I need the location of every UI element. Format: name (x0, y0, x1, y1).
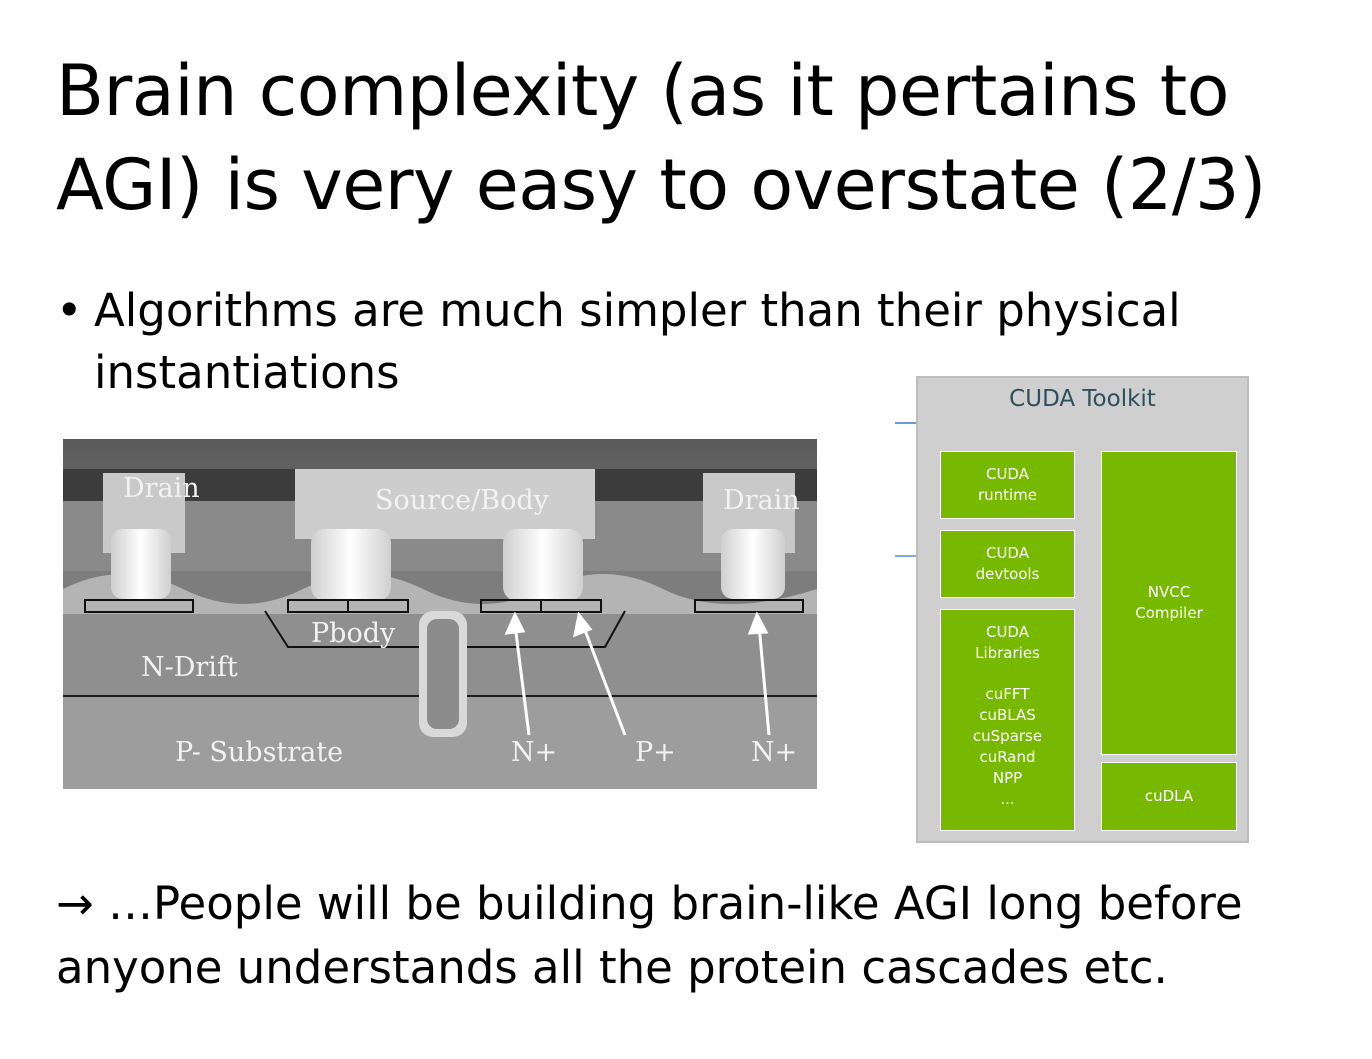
library-item: NPP (992, 769, 1023, 787)
cuda-runtime-box: CUDA runtime (940, 451, 1075, 519)
label-drain-right: Drain (723, 485, 800, 516)
library-item: cuFFT (985, 685, 1030, 703)
bullet-item: • Algorithms are much simpler than their… (56, 280, 1306, 404)
nvcc-line1: NVCC (1147, 583, 1191, 601)
library-item: cuBLAS (979, 706, 1036, 724)
label-pbody: Pbody (311, 618, 396, 649)
cuda-devtools-line2: devtools (975, 565, 1040, 583)
cuda-runtime-line1: CUDA (985, 465, 1029, 483)
nvcc-line2: Compiler (1135, 604, 1203, 622)
cuda-runtime-line2: runtime (977, 486, 1038, 504)
library-item: cuRand (979, 748, 1036, 766)
nvcc-compiler-box: NVCC Compiler (1101, 451, 1237, 755)
label-n-plus-1: N+ (511, 737, 557, 768)
cudla-label: cuDLA (1144, 787, 1194, 805)
label-p-substrate: P- Substrate (175, 737, 343, 768)
bullet-text: Algorithms are much simpler than their p… (94, 284, 1181, 399)
cuda-libraries-line1: CUDA (985, 623, 1029, 641)
cuda-libraries-box: CUDA Libraries cuFFT cuBLAS cuSparse cuR… (940, 609, 1075, 831)
label-drain-left: Drain (123, 473, 200, 504)
library-item: ... (1000, 790, 1015, 808)
label-source-body: Source/Body (375, 485, 550, 516)
label-n-plus-2: N+ (751, 737, 797, 768)
transistor-sem-image: Drain Source/Body Drain Pbody N-Drift P-… (63, 439, 817, 789)
slide-title: Brain complexity (as it pertains to AGI)… (56, 50, 1266, 226)
library-item: cuSparse (972, 727, 1043, 745)
cudla-box: cuDLA (1101, 762, 1237, 831)
cuda-libraries-line2: Libraries (975, 644, 1040, 662)
bullet-marker: • (56, 284, 83, 337)
cuda-toolkit-diagram: CUDA Toolkit CUDA runtime CUDA devtools … (916, 376, 1249, 843)
cuda-toolkit-title: CUDA Toolkit (1009, 386, 1156, 412)
label-p-plus: P+ (635, 737, 676, 768)
cuda-devtools-box: CUDA devtools (940, 530, 1075, 598)
conclusion-text: → …People will be building brain-like AG… (56, 877, 1243, 994)
cuda-devtools-line1: CUDA (985, 544, 1029, 562)
label-n-drift: N-Drift (141, 652, 238, 683)
